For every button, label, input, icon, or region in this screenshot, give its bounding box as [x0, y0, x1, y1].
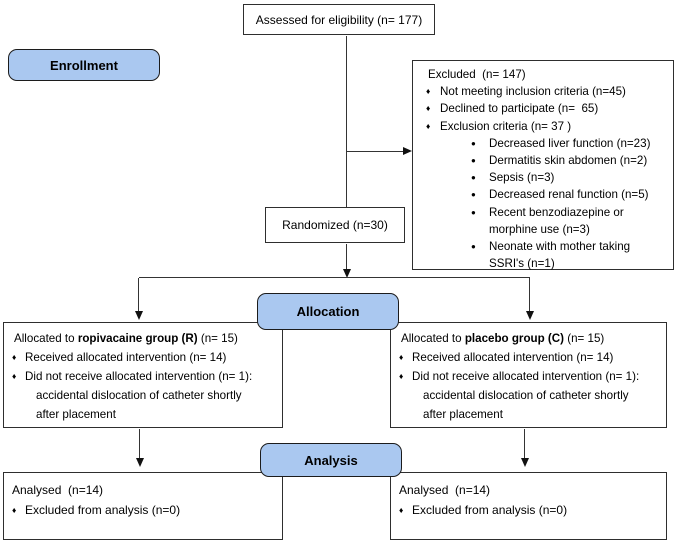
dot-bullet-icon: ●: [471, 173, 476, 183]
excluded-item: ♦ Declined to participate (n= 65): [426, 100, 665, 117]
group-name: placebo group (C): [464, 332, 564, 345]
title-prefix: Allocated to: [14, 332, 78, 345]
exclusion-criteria-text: Decreased renal function (n=5): [489, 188, 649, 202]
exclusion-criteria-item: ● Decreased renal function (n=5): [471, 186, 665, 203]
analysis-item: ♦ Excluded from analysis (n=0): [12, 500, 276, 520]
exclusion-criteria-item: ● Neonate with mother taking SSRI's (n=1…: [471, 238, 665, 272]
arrowhead-down-icon: [525, 311, 534, 320]
exclusion-criteria-item: ● Sepsis (n=3): [471, 169, 665, 186]
flow-line-to-excluded: [347, 151, 404, 153]
diamond-bullet-icon: ♦: [426, 86, 431, 97]
dot-bullet-icon: ●: [471, 207, 476, 217]
diamond-bullet-icon: ♦: [12, 505, 17, 515]
dot-bullet-icon: ●: [471, 156, 476, 166]
diamond-bullet-icon: ♦: [426, 103, 431, 114]
diamond-bullet-icon: ♦: [399, 505, 404, 515]
randomized-text: Randomized (n=30): [282, 218, 388, 232]
flow-line-alloc-to-analysis-right: [524, 429, 526, 458]
allocation-item: ♦ Received allocated intervention (n= 14…: [399, 348, 660, 367]
flow-line-split-to-alloc-right: [529, 278, 531, 311]
dot-bullet-icon: ●: [471, 190, 476, 200]
diamond-bullet-icon: ♦: [399, 371, 404, 381]
excluded-item: ♦ Exclusion criteria (n= 37 ): [426, 118, 665, 135]
exclusion-criteria-item: ● Dermatitis skin abdomen (n=2): [471, 152, 665, 169]
allocation-placebo-box: Allocated to placebo group (C) (n= 15) ♦…: [390, 322, 667, 428]
dot-bullet-icon: ●: [471, 138, 476, 148]
flow-line-randomized-to-split: [346, 244, 348, 270]
analysis-placebo-box: Analysed (n=14) ♦ Excluded from analysis…: [390, 472, 667, 540]
arrowhead-down-icon: [134, 311, 143, 320]
flow-line-alloc-to-analysis-left: [139, 429, 141, 458]
assessed-eligibility-text: Assessed for eligibility (n= 177): [255, 12, 423, 27]
exclusion-criteria-text: Neonate with mother taking SSRI's (n=1): [489, 240, 631, 271]
excluded-item: ♦ Not meeting inclusion criteria (n=45): [426, 83, 665, 100]
excluded-box: Excluded (n= 147) ♦ Not meeting inclusio…: [412, 60, 674, 270]
randomized-box: Randomized (n=30): [265, 207, 405, 243]
allocation-item: ♦ Did not receive allocated intervention…: [12, 367, 276, 386]
exclusion-criteria-item: ● Decreased liver function (n=23): [471, 135, 665, 152]
excluded-item-text: Declined to participate (n= 65): [440, 102, 599, 116]
enrollment-stage-box: Enrollment: [8, 49, 160, 81]
analysed-title: Analysed (n=14): [12, 483, 104, 497]
excluded-item-text: Not meeting inclusion criteria (n=45): [440, 85, 626, 99]
exclusion-criteria-text: Dermatitis skin abdomen (n=2): [489, 154, 648, 168]
allocation-item-continuation: accidental dislocation of catheter short…: [423, 389, 629, 421]
diamond-bullet-icon: ♦: [426, 120, 431, 131]
allocation-ropivacaine-title: Allocated to ropivacaine group (R) (n= 1…: [14, 329, 276, 348]
allocation-placebo-title: Allocated to placebo group (C) (n= 15): [401, 329, 660, 348]
exclusion-criteria-item: ● Recent benzodiazepine or morphine use …: [471, 204, 665, 238]
allocation-stage-box: Allocation: [257, 293, 399, 330]
exclusion-criteria-text: Decreased liver function (n=23): [489, 136, 651, 150]
analysis-item-text: Excluded from analysis (n=0): [25, 503, 181, 517]
analysed-title: Analysed (n=14): [399, 483, 491, 497]
analysis-label: Analysis: [304, 452, 358, 468]
flow-line-split: [139, 277, 530, 279]
dot-bullet-icon: ●: [471, 242, 476, 252]
title-suffix: (n= 15): [564, 332, 605, 345]
arrowhead-right-icon: [403, 147, 412, 155]
analysis-ropivacaine-box: Analysed (n=14) ♦ Excluded from analysis…: [3, 472, 283, 540]
allocation-item: ♦ Received allocated intervention (n= 14…: [12, 348, 276, 367]
analysis-item-text: Excluded from analysis (n=0): [412, 503, 568, 517]
exclusion-criteria-text: Recent benzodiazepine or morphine use (n…: [489, 205, 624, 236]
allocation-label: Allocation: [296, 304, 360, 319]
group-name: ropivacaine group (R): [77, 332, 198, 345]
diamond-bullet-icon: ♦: [12, 371, 17, 381]
allocation-item: ♦ Did not receive allocated intervention…: [399, 367, 660, 386]
allocation-item-continuation: accidental dislocation of catheter short…: [36, 389, 242, 421]
diamond-bullet-icon: ♦: [399, 352, 404, 362]
enrollment-label: Enrollment: [50, 57, 118, 73]
allocation-item-text: Did not receive allocated intervention (…: [25, 370, 253, 383]
excluded-item-text: Exclusion criteria (n= 37 ): [440, 119, 572, 133]
diamond-bullet-icon: ♦: [12, 352, 17, 362]
arrowhead-down-icon: [135, 458, 144, 467]
title-prefix: Allocated to: [401, 332, 465, 345]
arrowhead-down-icon: [520, 458, 529, 467]
arrowhead-down-icon: [343, 269, 351, 278]
allocation-ropivacaine-box: Allocated to ropivacaine group (R) (n= 1…: [3, 322, 283, 428]
excluded-title: Excluded (n= 147): [428, 68, 526, 81]
assessed-eligibility-box: Assessed for eligibility (n= 177): [243, 4, 435, 35]
flow-line-assessed-to-randomized: [346, 36, 348, 207]
analysis-stage-box: Analysis: [260, 443, 402, 477]
allocation-item-text: Received allocated intervention (n= 14): [412, 351, 614, 364]
analysis-item: ♦ Excluded from analysis (n=0): [399, 500, 660, 520]
title-suffix: (n= 15): [197, 332, 238, 345]
flow-line-split-to-alloc-left: [138, 278, 140, 311]
allocation-item-text: Did not receive allocated intervention (…: [412, 370, 640, 383]
allocation-item-text: Received allocated intervention (n= 14): [25, 351, 227, 364]
exclusion-criteria-text: Sepsis (n=3): [489, 171, 555, 185]
